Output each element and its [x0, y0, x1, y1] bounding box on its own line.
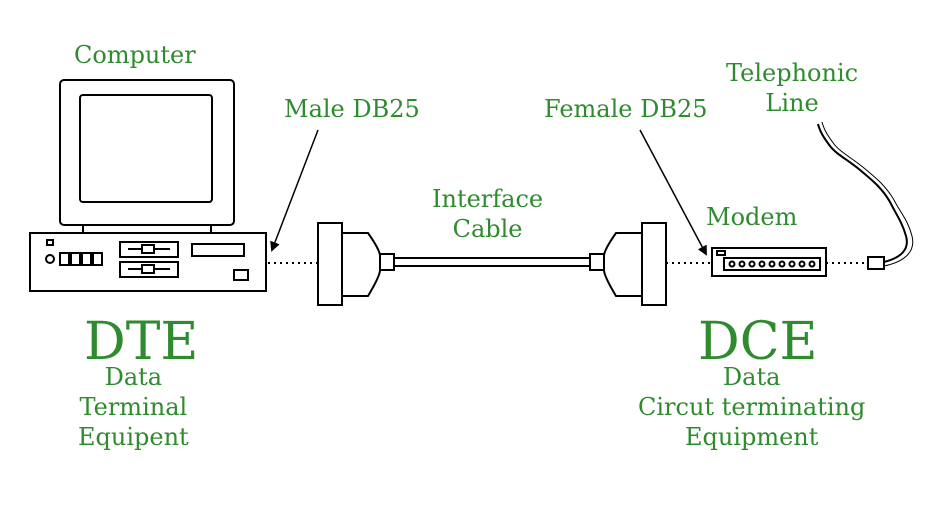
db25-connector-icon — [317, 222, 395, 306]
dte-label: DTE — [84, 312, 199, 372]
dce-full-line1: Data — [722, 363, 781, 391]
modem-icon — [711, 247, 827, 277]
telephone-plug-icon — [867, 256, 885, 270]
dce-label: DCE — [698, 312, 818, 372]
dce-full-label: Data Circut terminating Equipment — [638, 362, 865, 452]
female-db25-arrow — [639, 129, 707, 256]
telephonic-line-wire-inner — [821, 121, 914, 267]
modem-label: Modem — [706, 203, 798, 231]
dte-full-label: Data Terminal Equipent — [78, 362, 189, 452]
male-db25-label: Male DB25 — [284, 95, 420, 123]
computer-icon — [29, 79, 267, 292]
interface-cable-label-line2: Cable — [452, 215, 523, 243]
db25-connector-icon — [589, 222, 667, 306]
dce-full-line3: Equipment — [684, 423, 819, 451]
computer-label: Computer — [74, 41, 196, 69]
dte-full-line1: Data — [104, 363, 163, 391]
male-db25-arrow — [270, 129, 319, 252]
dce-full-line2: Circut terminating — [638, 393, 866, 421]
telephonic-line-label-line2: Line — [765, 89, 819, 117]
dte-full-line2: Terminal — [79, 393, 188, 421]
telephonic-line-wire — [817, 123, 908, 263]
telephonic-line-label-line1: Telephonic — [726, 59, 859, 87]
interface-cable-label: Interface Cable — [432, 184, 543, 244]
interface-cable-label-line1: Interface — [432, 185, 544, 213]
interface-cable — [393, 257, 591, 267]
telephonic-line-label: Telephonic Line — [726, 58, 858, 118]
female-db25-label: Female DB25 — [544, 95, 708, 123]
dte-full-line3: Equipent — [78, 423, 189, 451]
